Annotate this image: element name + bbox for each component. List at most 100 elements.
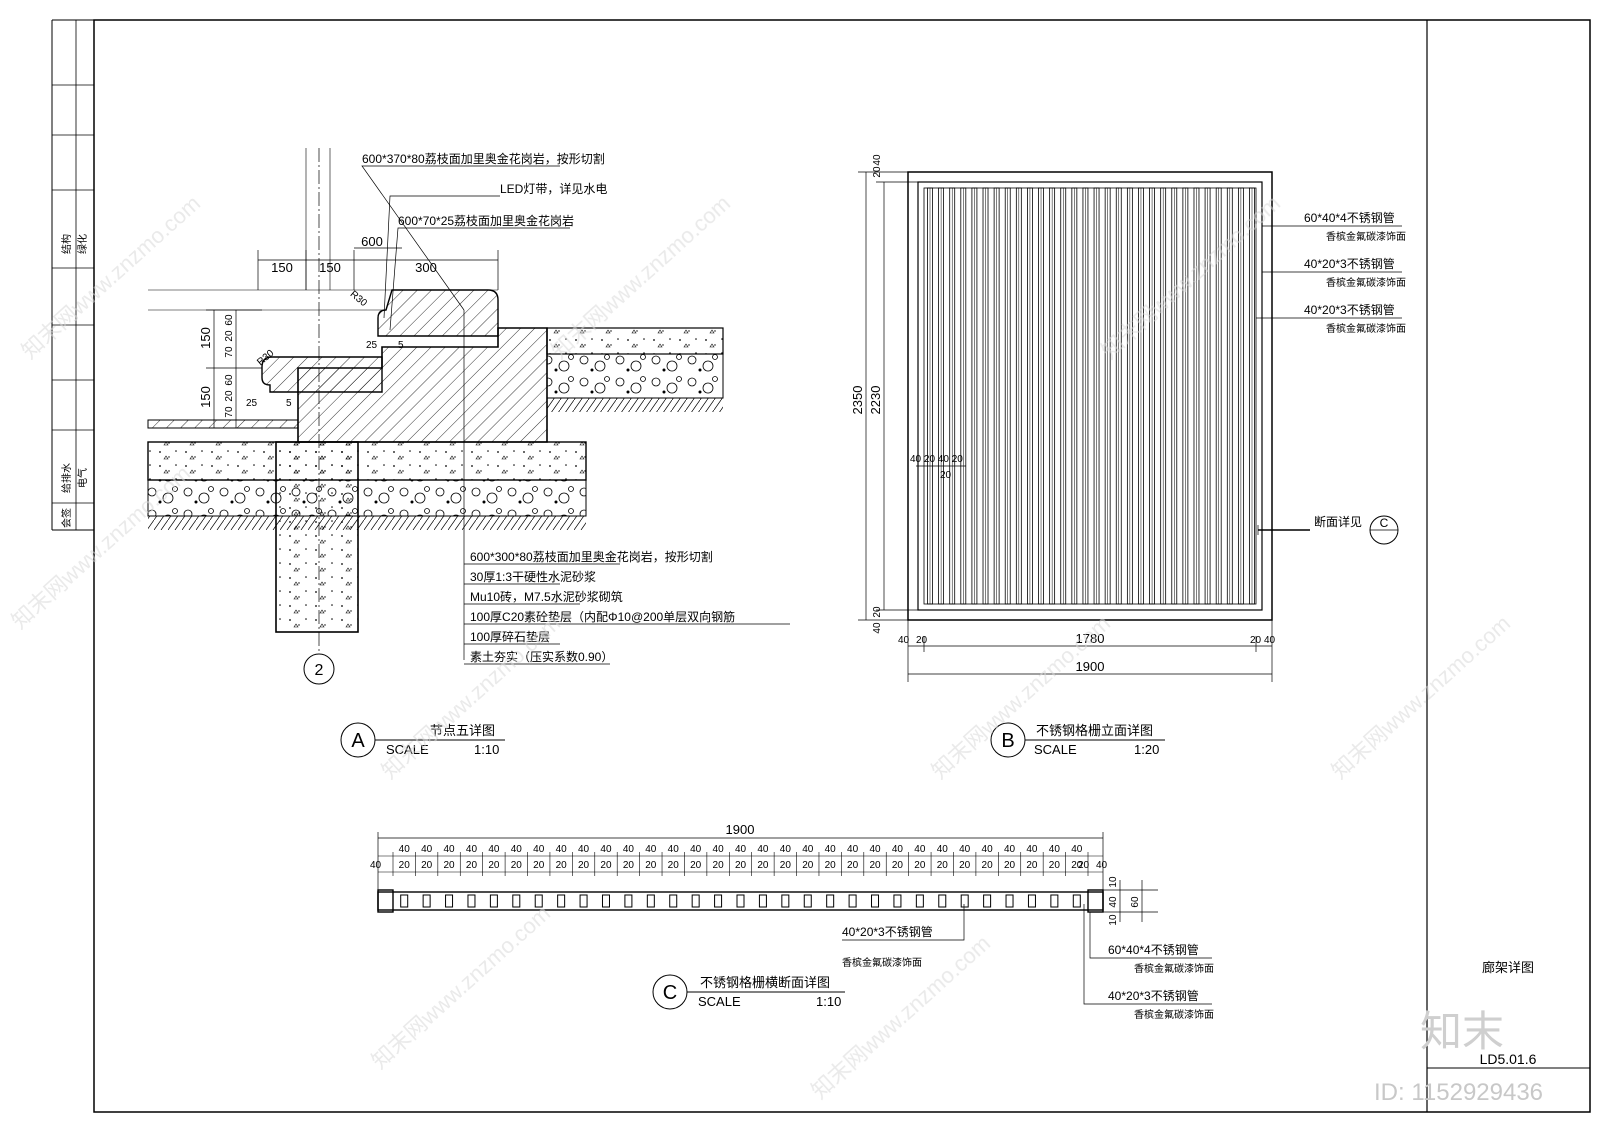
c-dim-40: 40 (1071, 844, 1083, 855)
soil-right-upper (547, 398, 723, 412)
dim-v70-a: 70 (224, 346, 235, 358)
c-dim-20: 20 (533, 860, 545, 871)
c-dim-40: 40 (892, 844, 904, 855)
c-dim-40: 40 (735, 844, 747, 855)
c-dim-40: 40 (421, 844, 433, 855)
c-bar-profile (557, 894, 566, 908)
c-bar-profile (534, 894, 543, 908)
c-dim-20: 20 (735, 860, 747, 871)
detail-b-title-text: 不锈钢格栅立面详图 (1036, 723, 1153, 738)
dim-bot-20: 20 (872, 606, 883, 618)
c-dim-20: 20 (511, 860, 523, 871)
c-bar-profile (467, 894, 476, 908)
c-bar-profile (848, 894, 857, 908)
sign-label-plumbing: 给排水 (60, 463, 73, 493)
dim-b-40-right: 40 (1264, 635, 1276, 646)
dim-2350: 2350 (850, 386, 865, 415)
sign-label-landscape: 绿化 (76, 234, 89, 254)
dim-b-1780: 1780 (1076, 631, 1105, 646)
c-dim-40: 40 (780, 844, 792, 855)
c-dim-40: 40 (690, 844, 702, 855)
c-dim-20: 20 (623, 860, 635, 871)
watermark-7: 知末网www.znzmo.com (1327, 611, 1515, 784)
drawing-number: LD5.01.6 (1480, 1051, 1537, 1067)
c-v-40: 40 (1108, 896, 1119, 908)
detail-c-scale-label: SCALE (698, 994, 741, 1009)
c-dim-20: 20 (780, 860, 792, 871)
c-dim-40: 40 (757, 844, 769, 855)
dim-b-40-left: 40 (898, 635, 910, 646)
c-bar-profile (691, 894, 700, 908)
soil-lower (148, 516, 586, 530)
c-bar-profile (669, 894, 678, 908)
c-dim-40: 40 (959, 844, 971, 855)
c-dim-40: 40 (914, 844, 926, 855)
gravel-layer-lower (147, 479, 587, 517)
detail-a-scale: 1:10 (474, 742, 499, 757)
dim-h5-b: 5 (286, 398, 292, 409)
detail-b-scale: 1:20 (1134, 742, 1159, 757)
detail-b-note-0: 60*40*4不锈钢管 (1304, 210, 1395, 225)
c-dim-40: 40 (511, 844, 523, 855)
c-v-60: 60 (1130, 896, 1141, 908)
c-dim-20: 20 (937, 860, 949, 871)
c-dim-20: 20 (892, 860, 904, 871)
c-v-10-a: 10 (1108, 876, 1119, 888)
c-dim-40: 40 (556, 844, 568, 855)
watermarks: 知末网www.znzmo.com 知末网www.znzmo.com 知末网www… (7, 191, 1515, 1104)
c-dim-40: 40 (1004, 844, 1016, 855)
c-dim-20: 20 (982, 860, 994, 871)
dim-v150-b: 150 (198, 386, 213, 408)
detail-c-note-right-0-sub: 香槟金氟碳漆饰面 (1134, 962, 1214, 975)
detail-a-section: 2 (147, 148, 724, 685)
dim-v20-b: 20 (224, 390, 235, 402)
c-dim-20: 20 (443, 860, 455, 871)
detail-a-note-bottom-4: 100厚碎石垫层 (470, 629, 550, 644)
c-dim-40: 40 (982, 844, 994, 855)
c-dim-40: 40 (443, 844, 455, 855)
detail-a-top-dims (257, 247, 499, 290)
watermark-3: 知末网www.znzmo.com (1097, 191, 1285, 364)
detail-c-title-text: 不锈钢格栅横断面详图 (700, 975, 830, 990)
c-bar-profile (1072, 894, 1081, 908)
c-end-tube-left (377, 889, 394, 913)
c-bar-profile (803, 894, 812, 908)
detail-a-bottom-leaders (463, 310, 790, 665)
detail-b-note-1-sub: 香槟金氟碳漆饰面 (1326, 276, 1406, 289)
c-dim-40: 40 (668, 844, 680, 855)
c-dim-40: 40 (533, 844, 545, 855)
detail-b-note-2-sub: 香槟金氟碳漆饰面 (1326, 322, 1406, 335)
c-bar-profile (489, 894, 498, 908)
c-dim-20: 20 (578, 860, 590, 871)
c-dim-20: 20 (668, 860, 680, 871)
detail-b-section-note: 断面详见 (1314, 514, 1362, 529)
c-bar-profile (781, 894, 790, 908)
c-bar-profile (736, 894, 745, 908)
dim-v150-a: 150 (198, 327, 213, 349)
c-dim-20: 20 (757, 860, 769, 871)
detail-a-note-top-1: LED灯带，详见水电 (500, 181, 607, 196)
detail-a-scale-label: SCALE (386, 742, 429, 757)
c-bar-profile (714, 894, 723, 908)
detail-c-dim-ticks: 40 20 40 20 40 20 40 20 40 20 40 20 40 20 40 20 40 20 40 20… (370, 844, 1108, 876)
dim-b-20-left: 20 (916, 635, 928, 646)
c-dim-40: 40 (825, 844, 837, 855)
c-dim-20: 20 (488, 860, 500, 871)
dim-v20-a: 20 (224, 330, 235, 342)
c-bar-profile (826, 894, 835, 908)
c-dim-40: 40 (1049, 844, 1061, 855)
c-bar-profile (915, 894, 924, 908)
c-bar-profile (1027, 894, 1036, 908)
id-stamp: ID: 1152929436 (1374, 1079, 1543, 1106)
c-dim-40: 40 (466, 844, 478, 855)
dim-v70-b: 70 (224, 406, 235, 418)
detail-b-elevation: 2350 2230 20 40 40 20 40 20 40 20 20 40 … (850, 154, 1406, 682)
dim-v60-b: 60 (224, 374, 235, 386)
c-dim-40: 40 (488, 844, 500, 855)
dim-b-1900: 1900 (1076, 659, 1105, 674)
dim-h5-a: 5 (398, 340, 404, 351)
dim-h25-a: 25 (366, 340, 378, 351)
c-dim-40: 40 (623, 844, 635, 855)
dim-inner-spacing: 40 20 40 20 (910, 454, 963, 465)
